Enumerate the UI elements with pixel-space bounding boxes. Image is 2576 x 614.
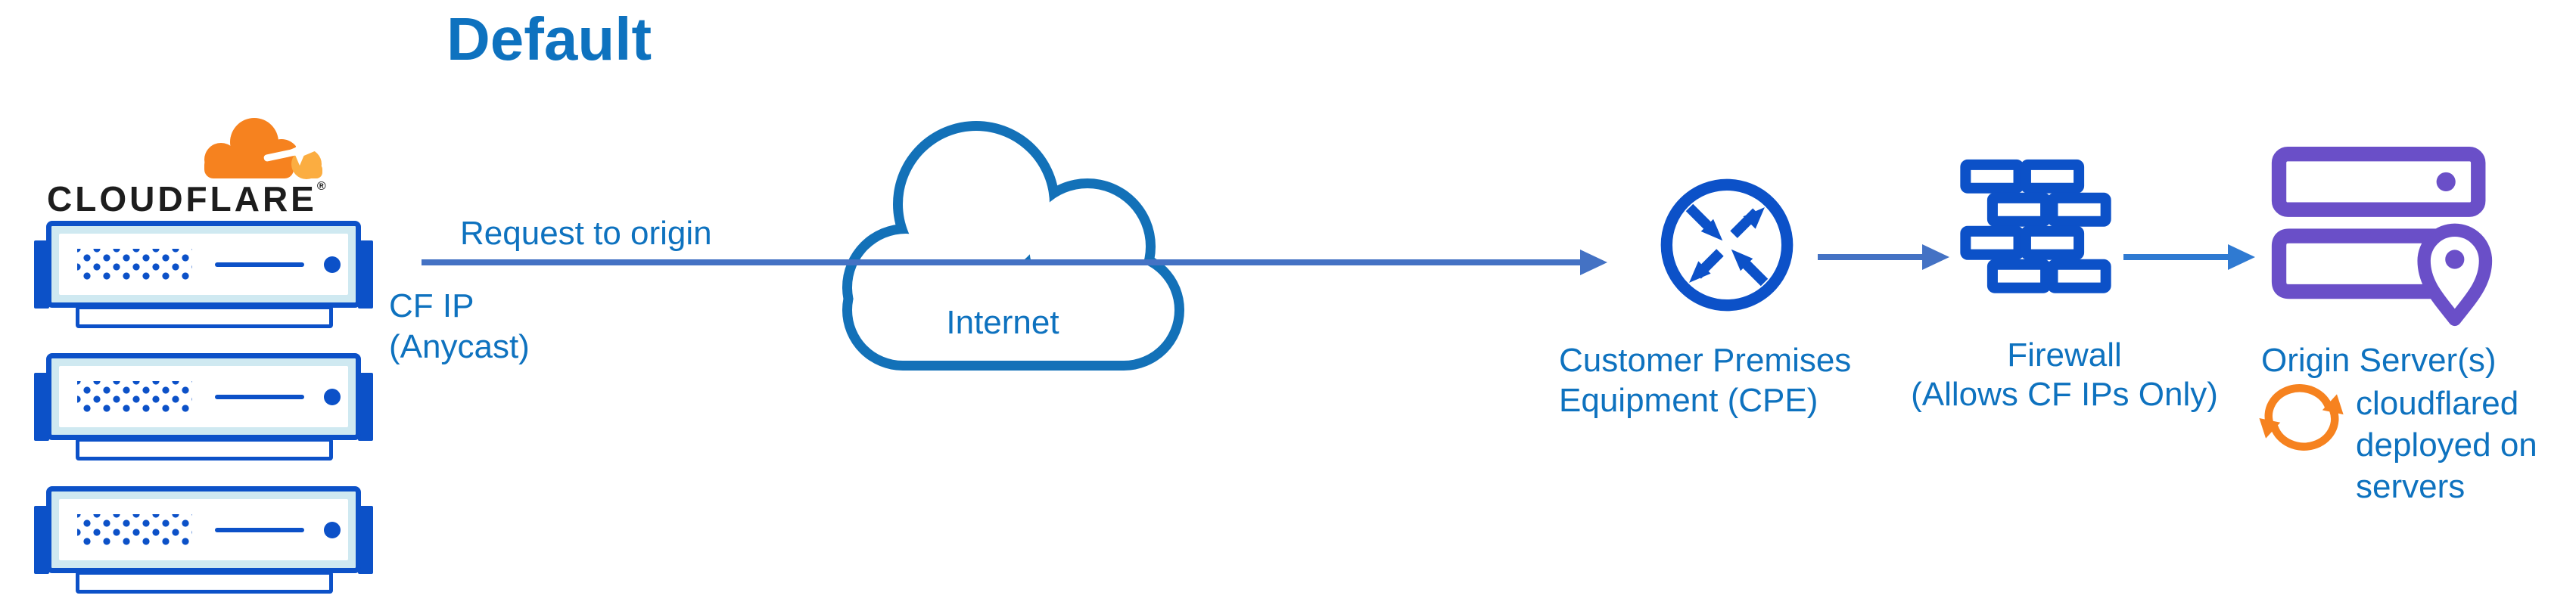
arrowhead-icon (1922, 244, 1949, 270)
location-pin-icon (2417, 223, 2493, 327)
server-slot (215, 394, 304, 399)
origin-server-label: Origin Server(s) (2261, 342, 2497, 379)
firewall-label-line1: Firewall (2007, 336, 2122, 374)
cpe-label-line2: Equipment (CPE) (1559, 382, 1818, 419)
server-body (46, 221, 361, 308)
server-tray (76, 571, 333, 594)
cloudflare-logo-icon (204, 118, 322, 179)
internet-label: Internet (946, 304, 1059, 341)
server-slot (215, 262, 304, 267)
server-power-led (324, 521, 341, 538)
arrow-cpe-to-firewall (1818, 254, 1922, 260)
server-tray (76, 305, 333, 328)
arrow-firewall-to-origin (2123, 254, 2228, 260)
cpe-router-icon (1660, 178, 1794, 312)
server-body (46, 353, 361, 440)
edge-server-icon (34, 486, 373, 594)
request-to-origin-label: Request to origin (460, 215, 712, 252)
server-power-led (324, 388, 341, 405)
server-power-led (324, 256, 341, 273)
edge-server-icon (34, 353, 373, 460)
server-tab (358, 240, 373, 309)
cf-ip-label-line1: CF IP (389, 287, 474, 324)
firewall-icon (1960, 159, 2111, 293)
server-tray (76, 438, 333, 460)
server-panel (59, 234, 348, 295)
cpe-label-line1: Customer Premises (1559, 342, 1852, 379)
origin-server-icon (2271, 146, 2493, 327)
server-vents (77, 380, 192, 413)
server-tab (34, 240, 49, 309)
arrow-request-to-origin (422, 259, 1580, 265)
registered-mark: ® (316, 180, 326, 193)
server-slot (215, 527, 304, 532)
server-tab (34, 373, 49, 441)
server-tab (358, 373, 373, 441)
internet-cloud-icon (842, 121, 1184, 371)
cloudflared-sync-icon (2259, 384, 2344, 451)
server-panel (59, 366, 348, 427)
brand-text: CLOUDFLARE (47, 179, 317, 219)
server-tab (34, 506, 49, 574)
server-panel (59, 499, 348, 560)
server-vents (77, 248, 192, 281)
server-vents (77, 513, 192, 546)
firewall-label-line2: (Allows CF IPs Only) (1911, 376, 2218, 413)
cloudflared-note: cloudflared deployed on servers (2356, 385, 2537, 505)
cf-ip-label-line2: (Anycast) (389, 328, 530, 365)
arrowhead-icon (2228, 244, 2255, 270)
cloudflare-wordmark: CLOUDFLARE® (47, 178, 326, 219)
server-body (46, 486, 361, 573)
arrowhead-icon (1580, 250, 1607, 275)
server-tab (358, 506, 373, 574)
diagram-title: Default (446, 5, 652, 73)
edge-server-icon (34, 221, 373, 328)
